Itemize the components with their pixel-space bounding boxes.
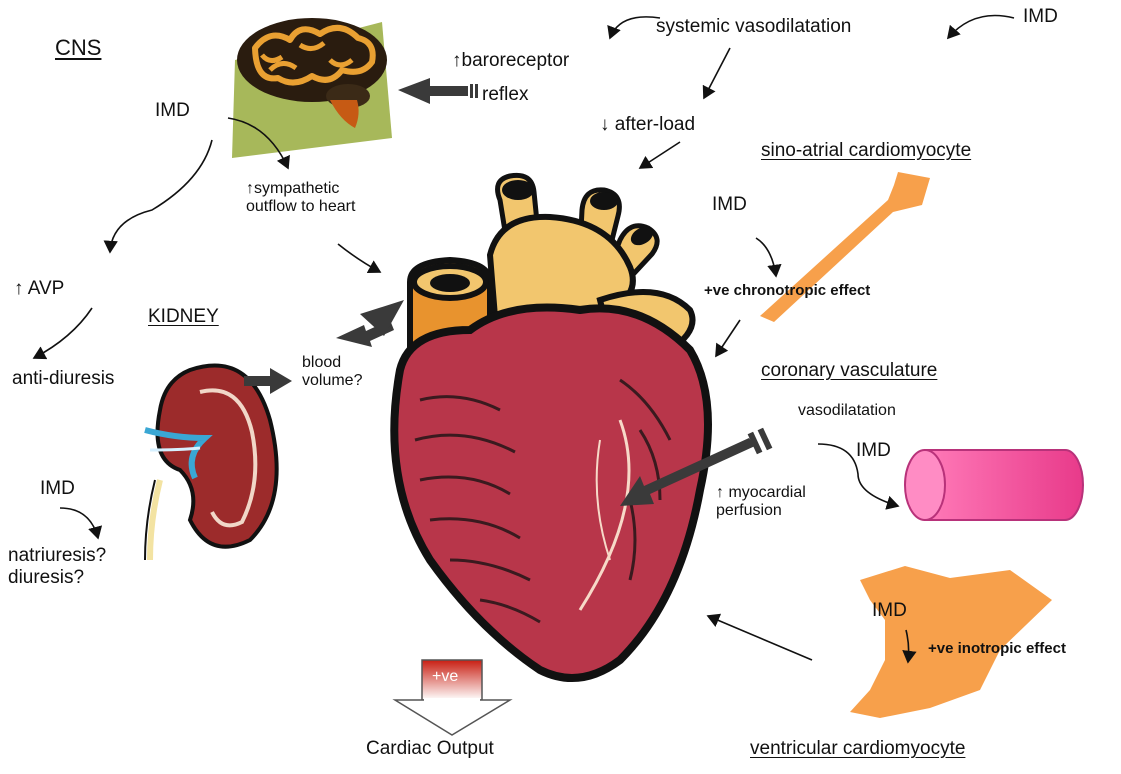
imd-cns-label: IMD bbox=[155, 100, 190, 122]
arrow-ventricular-to-heart bbox=[708, 616, 812, 660]
coronary-vessel-icon bbox=[905, 450, 1083, 520]
chronotropic-label: +ve chronotropic effect bbox=[704, 282, 870, 299]
ventricular-heading: ventricular cardiomyocyte bbox=[750, 738, 965, 760]
positive-effect-label: +ve bbox=[432, 668, 458, 686]
arrow-avp-to-antidiuresis bbox=[34, 308, 92, 358]
baroreceptor-arrow bbox=[398, 78, 478, 104]
imd-coronary-label: IMD bbox=[856, 440, 891, 462]
arrow-systemic-to-baroreceptor bbox=[610, 17, 660, 38]
arrow-imd-to-natriuresis bbox=[60, 508, 98, 538]
kidney-icon bbox=[145, 366, 277, 560]
sino-atrial-heading: sino-atrial cardiomyocyte bbox=[761, 140, 971, 162]
arrow-imd-to-chronotropic bbox=[756, 238, 776, 276]
cns-heading: CNS bbox=[55, 35, 101, 60]
avp-label: ↑ AVP bbox=[14, 278, 64, 300]
kidney-heading: KIDNEY bbox=[148, 306, 219, 328]
arrow-chronotropic-to-heart bbox=[716, 320, 740, 356]
blood-volume-arrow bbox=[336, 300, 404, 347]
brain-icon bbox=[232, 18, 392, 158]
systemic-vasodilatation-label: systemic vasodilatation bbox=[656, 16, 851, 38]
afterload-label: ↓ after-load bbox=[600, 114, 695, 136]
vasodilatation-label: vasodilatation bbox=[798, 402, 896, 420]
blood-volume-label: blood volume? bbox=[302, 354, 362, 391]
arrow-sympathetic-to-heart bbox=[338, 244, 380, 272]
natriuresis-label: natriuresis? diuresis? bbox=[8, 545, 106, 589]
inotropic-label: +ve inotropic effect bbox=[928, 640, 1066, 657]
arrow-systemic-to-afterload bbox=[704, 48, 730, 98]
sympathetic-label: ↑sympathetic outflow to heart bbox=[246, 180, 355, 217]
imd-kidney-label: IMD bbox=[40, 478, 75, 500]
sa-cell-icon bbox=[760, 172, 930, 322]
baroreceptor-label: ↑baroreceptor bbox=[452, 50, 569, 72]
heart-icon bbox=[394, 175, 708, 678]
anti-diuresis-label: anti-diuresis bbox=[12, 368, 114, 390]
imd-sa-label: IMD bbox=[712, 194, 747, 216]
cardiac-output-label: Cardiac Output bbox=[366, 738, 494, 760]
arrow-imd-to-avp bbox=[110, 140, 212, 252]
coronary-heading: coronary vasculature bbox=[761, 360, 937, 382]
reflex-label: reflex bbox=[482, 84, 528, 106]
imd-top-label: IMD bbox=[1023, 6, 1058, 28]
imd-ventricular-label: IMD bbox=[872, 600, 907, 622]
myocardial-perfusion-label: ↑ myocardial perfusion bbox=[716, 484, 806, 521]
arrow-imd-to-systemic bbox=[948, 16, 1014, 39]
arrow-afterload-to-heart bbox=[640, 142, 680, 168]
